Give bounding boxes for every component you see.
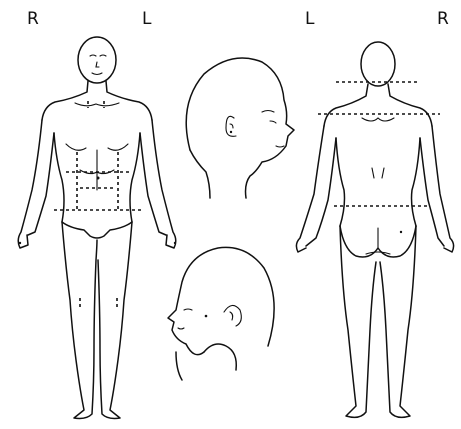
head-3q-ear (226, 116, 236, 136)
front-chest (66, 144, 128, 150)
front-right-arm (18, 120, 54, 248)
front-face (90, 55, 106, 75)
head-side-neck (176, 344, 236, 380)
front-right-hand-dot (19, 242, 21, 244)
front-head (78, 37, 116, 83)
head-side-dot (205, 315, 208, 318)
head-side-ear (224, 305, 241, 326)
head-side-face (178, 309, 192, 329)
back-right-arm (296, 126, 336, 252)
head-side-view (168, 247, 274, 380)
front-left-arm (140, 120, 176, 248)
back-hip-dot (400, 231, 402, 233)
front-right-leg (62, 222, 97, 419)
head-3q-outline (186, 58, 294, 198)
front-navel-dot (97, 177, 100, 180)
body-back-view (296, 42, 453, 417)
front-hips (62, 222, 132, 238)
back-torso (336, 138, 420, 226)
back-shoulders (324, 84, 432, 126)
back-head (361, 42, 395, 86)
body-front-view (18, 37, 176, 419)
back-shoulder-blades (362, 118, 394, 121)
back-cleft (366, 228, 390, 254)
front-collarbones (75, 103, 119, 106)
head-side-outline (168, 247, 274, 354)
front-left-hand-dot (174, 242, 176, 244)
head-3q-neck (190, 150, 210, 198)
front-shoulders (42, 81, 152, 120)
back-spine-marks (372, 168, 384, 178)
head-3q-eye (262, 111, 276, 124)
head-3q-dot (230, 131, 232, 133)
front-left-leg (98, 222, 132, 419)
head-3q-mouth (276, 146, 284, 147)
front-abdomen (80, 150, 114, 190)
back-left-arm (420, 126, 454, 252)
head-three-quarter-view (186, 58, 294, 198)
